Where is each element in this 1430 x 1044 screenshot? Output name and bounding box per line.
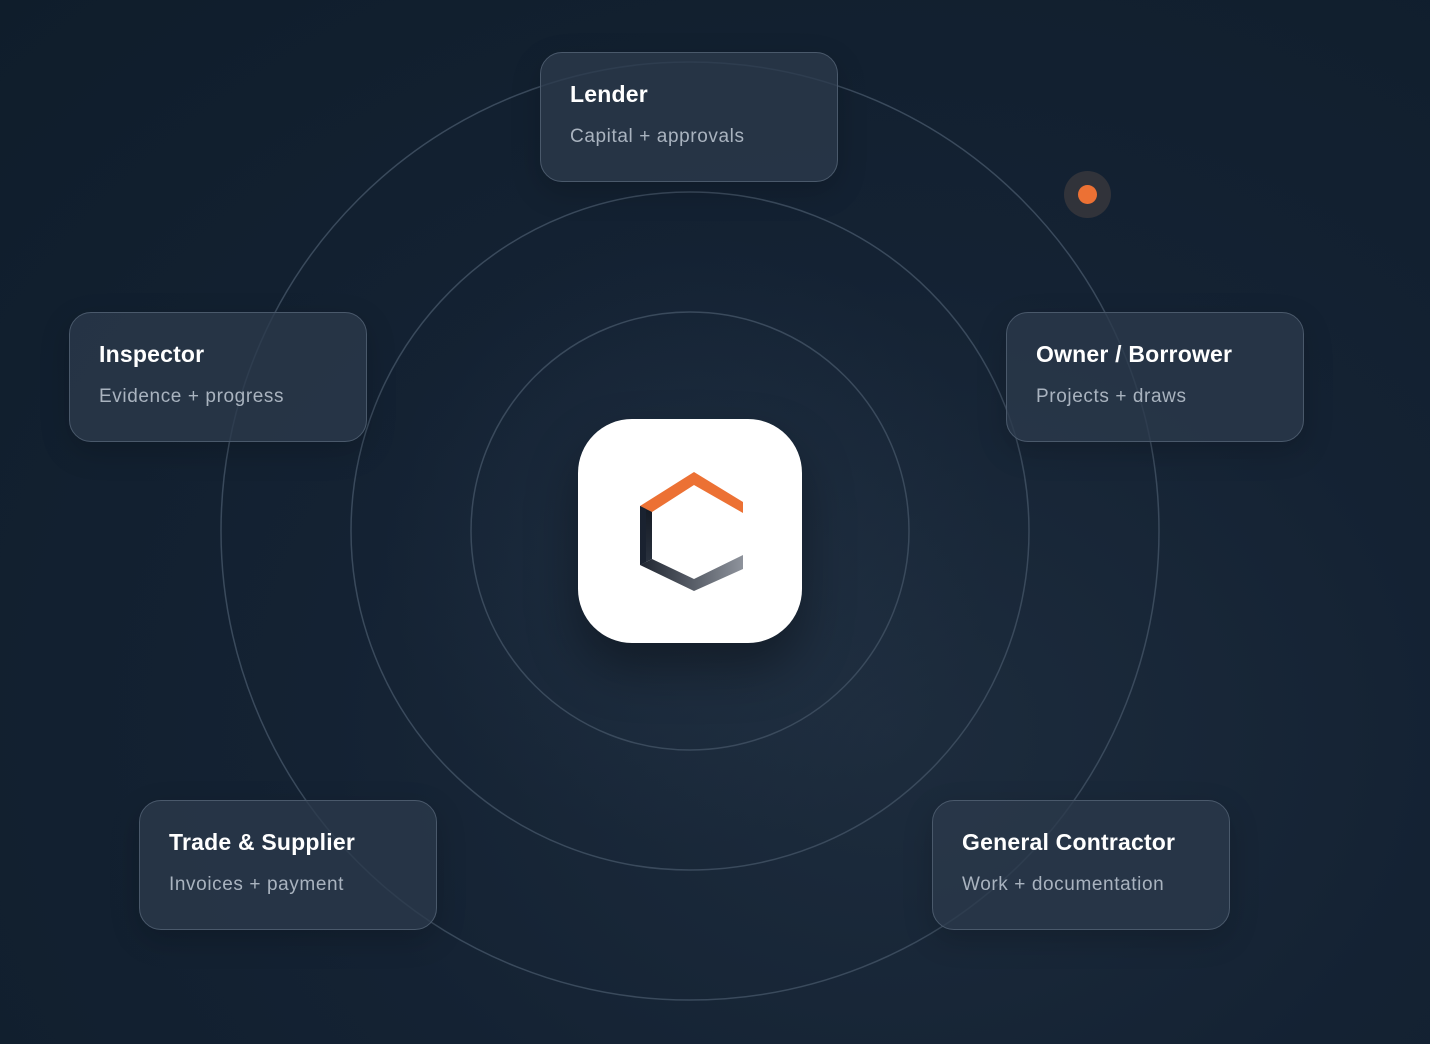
node-subtitle: Work + documentation <box>962 874 1165 895</box>
node-title: Inspector <box>99 341 205 367</box>
node-title: Owner / Borrower <box>1036 341 1233 367</box>
node-title: General Contractor <box>962 829 1176 855</box>
node-card-general-contractor[interactable]: General Contractor Work + documentation <box>932 800 1230 930</box>
node-subtitle: Invoices + payment <box>169 874 345 895</box>
node-subtitle: Capital + approvals <box>570 126 745 147</box>
node-subtitle: Evidence + progress <box>99 386 285 407</box>
node-title: Trade & Supplier <box>169 829 355 855</box>
node-card-lender[interactable]: Lender Capital + approvals <box>540 52 838 182</box>
hub-logo-tile[interactable] <box>578 419 802 643</box>
node-card-trade-supplier[interactable]: Trade & Supplier Invoices + payment <box>139 800 437 930</box>
node-card-inspector[interactable]: Inspector Evidence + progress <box>69 312 367 442</box>
c-hexagon-logo-icon <box>640 472 743 591</box>
orbit-ring-middle <box>350 191 1030 871</box>
orbit-indicator-core <box>1078 185 1097 204</box>
node-subtitle: Projects + draws <box>1036 386 1187 407</box>
orbit-indicator-dot <box>1064 171 1111 218</box>
node-card-owner-borrower[interactable]: Owner / Borrower Projects + draws <box>1006 312 1304 442</box>
orbit-ring-inner <box>470 311 910 751</box>
node-title: Lender <box>570 81 648 107</box>
